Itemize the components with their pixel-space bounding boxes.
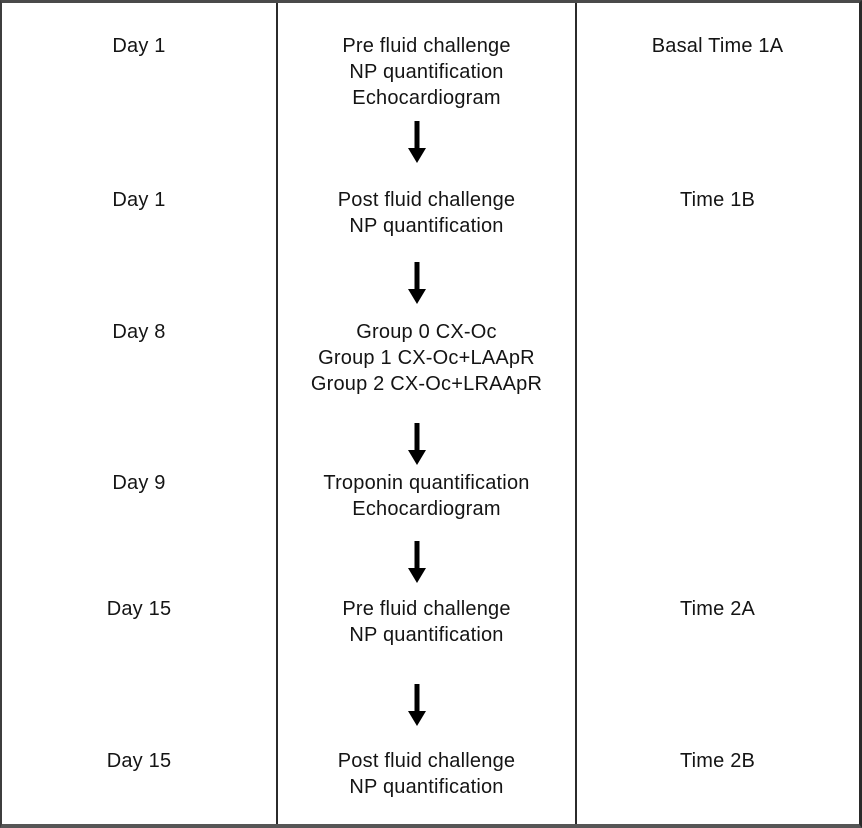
day-label-stage-1: Day 1 <box>112 35 166 57</box>
time-label-stage-5: Time 2A <box>679 598 756 620</box>
procedure-stage-4: Troponin quantification Echocardiogram <box>323 472 530 520</box>
down-arrow-icon <box>405 262 429 304</box>
procedure-stage-2: Post fluid challenge NP quantification <box>337 189 516 237</box>
day-label-stage-5: Day 15 <box>106 598 172 620</box>
down-arrow-icon <box>405 684 429 726</box>
time-label-stage-2: Time 1B <box>679 189 756 211</box>
day-label-stage-3: Day 8 <box>112 321 166 343</box>
time-label-stage-6: Time 2B <box>679 750 756 772</box>
day-label-stage-2: Day 1 <box>112 189 166 211</box>
procedure-stage-3: Group 0 CX-Oc Group 1 CX-Oc+LAApR Group … <box>310 321 543 395</box>
down-arrow-icon <box>405 121 429 163</box>
day-label-stage-4: Day 9 <box>112 472 166 494</box>
column-divider-day-procedure <box>276 3 278 824</box>
time-label-stage-1: Basal Time 1A <box>651 35 784 57</box>
procedure-stage-6: Post fluid challenge NP quantification <box>337 750 516 798</box>
procedure-stage-5: Pre fluid challenge NP quantification <box>342 598 511 646</box>
down-arrow-icon <box>405 423 429 465</box>
down-arrow-icon <box>405 541 429 583</box>
column-divider-procedure-time <box>575 3 577 824</box>
procedure-stage-1: Pre fluid challenge NP quantification Ec… <box>342 35 511 109</box>
day-label-stage-6: Day 15 <box>106 750 172 772</box>
